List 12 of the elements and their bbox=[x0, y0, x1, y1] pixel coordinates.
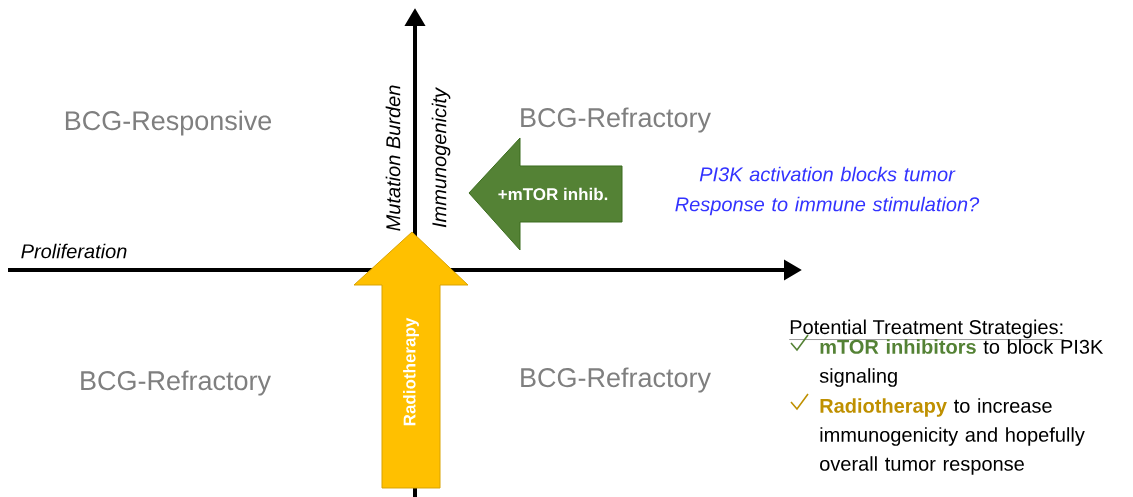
label: mTOR inhibitors bbox=[820, 339, 976, 354]
quadrant-label: BCG-Responsive bbox=[65, 110, 272, 136]
list-heading: Potential Treatment Strategies: bbox=[789, 319, 1065, 340]
label: to block PI3K bbox=[983, 339, 1104, 354]
list-item: Radiotherapy to increase immunogenicity and hopefully overall tumor response bbox=[820, 398, 1085, 475]
axis-label: Immunogenicity bbox=[431, 86, 451, 228]
quadrant-label: BCG-Refractory bbox=[521, 107, 711, 133]
note-text: PI3K activation blocks tumor Response to immune stimulation? bbox=[675, 166, 980, 216]
quadrant-label: BCG-Refractory bbox=[81, 370, 271, 396]
label: signaling bbox=[819, 368, 897, 387]
axis-label: Proliferation bbox=[21, 243, 127, 259]
quadrant-label: BCG-Refractory bbox=[521, 367, 711, 393]
